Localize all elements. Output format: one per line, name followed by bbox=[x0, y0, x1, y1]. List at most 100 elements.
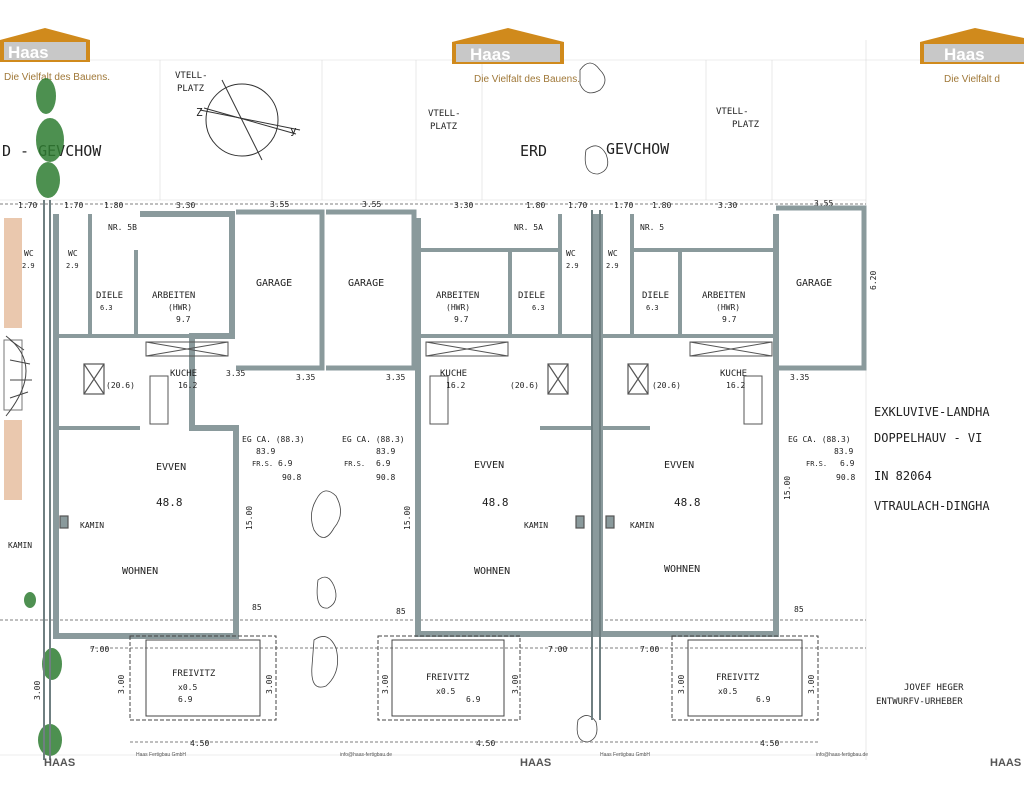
svg-text:3.35: 3.35 bbox=[386, 373, 405, 382]
svg-text:VTRAULACH-DINGHA: VTRAULACH-DINGHA bbox=[874, 499, 990, 513]
svg-text:ARBEITEN: ARBEITEN bbox=[152, 291, 195, 301]
svg-text:Haas Fertigbau GmbH: Haas Fertigbau GmbH bbox=[600, 752, 650, 758]
svg-text:VTELL-: VTELL- bbox=[175, 71, 208, 81]
garage-2-label: GARAGE bbox=[348, 278, 384, 289]
svg-text:GEVCHOW: GEVCHOW bbox=[606, 140, 670, 158]
svg-text:PLATZ: PLATZ bbox=[732, 120, 760, 130]
svg-text:DOPPELHAUV - VI: DOPPELHAUV - VI bbox=[874, 431, 982, 445]
svg-text:(20.6): (20.6) bbox=[106, 381, 135, 390]
svg-text:ARBEITEN: ARBEITEN bbox=[702, 291, 745, 301]
logo-text: Haas bbox=[470, 45, 511, 64]
svg-text:6.9: 6.9 bbox=[756, 695, 771, 704]
walls bbox=[53, 205, 867, 639]
haas-logo-right: Haas Die Vielfalt d bbox=[920, 28, 1024, 85]
svg-text:info@haas-fertigbau.de: info@haas-fertigbau.de bbox=[816, 752, 868, 758]
svg-text:1.80: 1.80 bbox=[526, 201, 545, 210]
logo-text: Haas bbox=[944, 45, 985, 64]
svg-text:(20.6): (20.6) bbox=[510, 381, 539, 390]
area-summary-5b: EG CA. (88.3) 83.9 FR.S. 6.9 90.8 bbox=[242, 435, 305, 482]
stove-fireplace-icons bbox=[59, 363, 649, 529]
svg-text:3.00: 3.00 bbox=[265, 675, 274, 694]
svg-text:3.55: 3.55 bbox=[270, 200, 289, 209]
svg-text:6.9: 6.9 bbox=[376, 459, 391, 468]
slogan-center: Die Vielfalt des Bauens. bbox=[474, 74, 580, 85]
svg-text:16.2: 16.2 bbox=[178, 381, 197, 390]
svg-text:KAMIN: KAMIN bbox=[80, 521, 104, 530]
svg-text:(HWR): (HWR) bbox=[446, 303, 470, 312]
svg-text:KUCHE: KUCHE bbox=[170, 369, 197, 379]
svg-text:4.50: 4.50 bbox=[476, 739, 495, 748]
svg-text:48.8: 48.8 bbox=[482, 496, 509, 509]
svg-text:ARBEITEN: ARBEITEN bbox=[436, 291, 479, 301]
svg-text:EVVEN: EVVEN bbox=[474, 460, 504, 471]
sheet-footer: HAAS Haas Fertigbau GmbH info@haas-ferti… bbox=[44, 752, 1021, 769]
svg-text:NR. 5A: NR. 5A bbox=[514, 223, 543, 232]
svg-text:PLATZ: PLATZ bbox=[430, 122, 458, 132]
svg-text:83.9: 83.9 bbox=[376, 447, 395, 456]
staircase-left bbox=[5, 335, 32, 417]
svg-text:2.9: 2.9 bbox=[66, 262, 79, 270]
svg-text:6.3: 6.3 bbox=[532, 304, 545, 312]
svg-text:83.9: 83.9 bbox=[834, 447, 853, 456]
svg-text:Z: Z bbox=[196, 106, 203, 119]
svg-text:WOHNEN: WOHNEN bbox=[474, 566, 510, 577]
area-summary-5: EG CA. (88.3) 83.9 FR.S. 6.9 90.8 bbox=[788, 435, 855, 482]
svg-text:WC: WC bbox=[566, 249, 576, 258]
svg-text:3.00: 3.00 bbox=[381, 675, 390, 694]
shrub-sketch-icon bbox=[311, 62, 609, 743]
svg-text:DIELE: DIELE bbox=[96, 291, 123, 301]
svg-text:FR.S.: FR.S. bbox=[806, 460, 827, 468]
svg-text:(20.6): (20.6) bbox=[652, 381, 681, 390]
svg-text:3.00: 3.00 bbox=[511, 675, 520, 694]
svg-text:EVVEN: EVVEN bbox=[664, 460, 694, 471]
svg-text:7.00: 7.00 bbox=[640, 645, 659, 654]
svg-text:83.9: 83.9 bbox=[256, 447, 275, 456]
svg-text:6.9: 6.9 bbox=[178, 695, 193, 704]
svg-text:IN 82064: IN 82064 bbox=[874, 469, 932, 483]
svg-text:6.20: 6.20 bbox=[869, 271, 878, 290]
svg-text:EXKLUVIVE-LANDHA: EXKLUVIVE-LANDHA bbox=[874, 405, 990, 419]
svg-text:EG CA. (88.3): EG CA. (88.3) bbox=[788, 435, 851, 444]
top-dimension-labels: 1.70 1.70 1.80 3.30 3.55 3.55 3.30 1.80 … bbox=[18, 199, 833, 210]
svg-text:x0.5: x0.5 bbox=[718, 687, 737, 696]
svg-text:FREIVITZ: FREIVITZ bbox=[172, 669, 216, 679]
svg-text:PLATZ: PLATZ bbox=[177, 84, 205, 94]
svg-text:KUCHE: KUCHE bbox=[440, 369, 467, 379]
svg-text:6.9: 6.9 bbox=[840, 459, 855, 468]
garage-2-outline bbox=[326, 209, 417, 371]
svg-text:KAMIN: KAMIN bbox=[630, 521, 654, 530]
svg-text:EG CA. (88.3): EG CA. (88.3) bbox=[242, 435, 305, 444]
svg-text:16.2: 16.2 bbox=[726, 381, 745, 390]
svg-text:15.00: 15.00 bbox=[783, 476, 792, 500]
svg-text:ERD: ERD bbox=[520, 142, 547, 160]
svg-text:HAAS: HAAS bbox=[44, 757, 75, 769]
floor-title-center: ERD GEVCHOW bbox=[520, 140, 670, 160]
svg-text:1.70: 1.70 bbox=[64, 201, 83, 210]
svg-text:9.7: 9.7 bbox=[454, 315, 469, 324]
svg-text:6.3: 6.3 bbox=[646, 304, 659, 312]
svg-text:7.00: 7.00 bbox=[548, 645, 567, 654]
svg-text:9.7: 9.7 bbox=[176, 315, 191, 324]
svg-text:FREIVITZ: FREIVITZ bbox=[426, 673, 470, 683]
svg-text:4.50: 4.50 bbox=[190, 739, 209, 748]
unit-5-labels: NR. 5 WC 2.9 DIELE 6.3 ARBEITEN (HWR) 9.… bbox=[606, 223, 747, 575]
stellplatz-label-1: VTELL- PLATZ bbox=[175, 71, 208, 94]
unit-5a-outline bbox=[415, 214, 599, 637]
svg-text:3.30: 3.30 bbox=[176, 201, 195, 210]
terraces bbox=[129, 635, 819, 721]
svg-text:7.00: 7.00 bbox=[90, 645, 109, 654]
svg-text:90.8: 90.8 bbox=[836, 473, 855, 482]
svg-text:15.00: 15.00 bbox=[403, 506, 412, 530]
svg-text:1.70: 1.70 bbox=[568, 201, 587, 210]
unit-5a-labels: NR. 5A WC 2.9 ARBEITEN (HWR) 9.7 DIELE 6… bbox=[436, 223, 579, 577]
svg-text:VTELL-: VTELL- bbox=[428, 109, 461, 119]
svg-text:6.9: 6.9 bbox=[278, 459, 293, 468]
svg-text:(HWR): (HWR) bbox=[168, 303, 192, 312]
stellplatz-label-2: VTELL- PLATZ bbox=[428, 109, 461, 132]
svg-text:15.00: 15.00 bbox=[245, 506, 254, 530]
svg-text:3.00: 3.00 bbox=[807, 675, 816, 694]
svg-text:y: y bbox=[290, 124, 297, 137]
svg-text:FREIVITZ: FREIVITZ bbox=[716, 673, 760, 683]
freisitz-labels: FREIVITZ x0.5 6.9 FREIVITZ x0.5 6.9 FREI… bbox=[172, 669, 771, 704]
